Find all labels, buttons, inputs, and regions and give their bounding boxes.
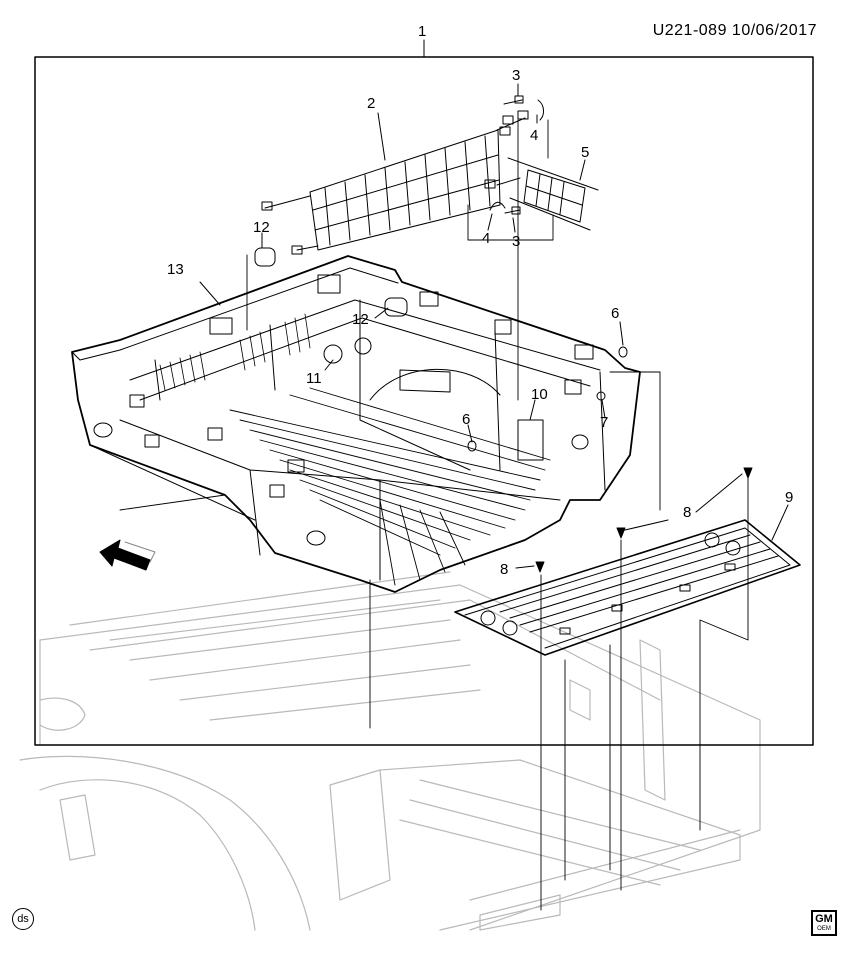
cargo-net-small — [507, 157, 599, 231]
callout-3-bottom: 3 — [512, 233, 521, 250]
truck-bed-background — [19, 571, 761, 931]
callout-3-top: 3 — [512, 67, 521, 84]
gm-logo-text: GM — [815, 913, 833, 925]
pickup-box-assembly — [71, 255, 641, 593]
callout-6-center: 6 — [462, 411, 471, 428]
callout-13: 13 — [167, 261, 184, 278]
front-arrow-icon — [99, 539, 156, 571]
callout-4-bottom: 4 — [482, 230, 491, 247]
callout-8-left: 8 — [500, 561, 509, 578]
callout-2: 2 — [367, 95, 376, 112]
callout-12-mid: 12 — [352, 311, 369, 328]
callout-6-right: 6 — [611, 305, 620, 322]
callout-7: 7 — [600, 414, 609, 431]
front-wall-ribs — [159, 313, 311, 391]
callout-leaders — [199, 83, 789, 569]
callout-12-top: 12 — [253, 219, 270, 236]
callout-4-top: 4 — [530, 127, 539, 144]
drawing-id: U221-089 10/06/2017 — [652, 22, 817, 39]
callout-11: 11 — [306, 370, 322, 387]
callout-8-right: 8 — [683, 504, 692, 521]
callout-9: 9 — [785, 489, 794, 506]
callout-1: 1 — [418, 23, 427, 40]
callout-10: 10 — [531, 386, 548, 403]
callout-5: 5 — [581, 144, 590, 161]
gm-logo-subtext: OEM — [817, 926, 831, 932]
tailgate-liner — [454, 519, 801, 656]
cargo-net-front — [261, 110, 529, 255]
bed-floor-ribs — [229, 387, 551, 586]
ds-badge: ds — [12, 908, 34, 930]
leader-lines — [119, 119, 749, 911]
gm-logo: GM OEM — [811, 910, 837, 936]
